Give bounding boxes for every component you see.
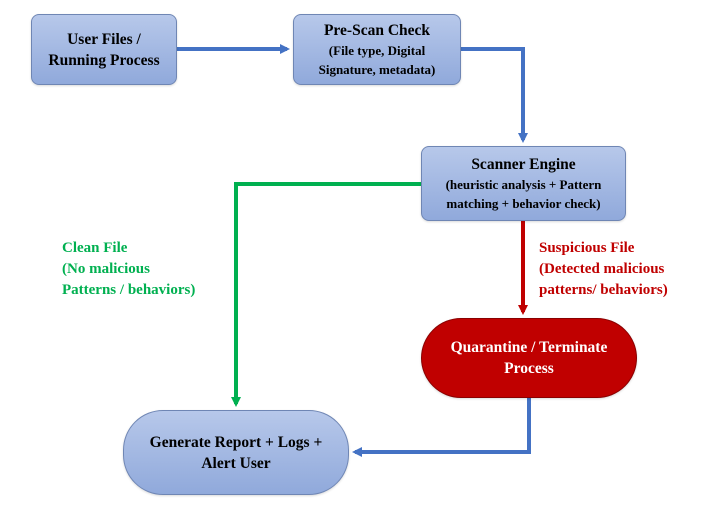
- node-pre-scan-detail-2: Signature, metadata): [318, 62, 436, 77]
- label-clean-line-3: Patterns / behaviors): [62, 282, 196, 298]
- arrow-quarantine-to-report: [352, 398, 531, 457]
- label-suspicious-line-1: Suspicious File: [539, 240, 635, 256]
- node-scanner-detail-2: matching + behavior check): [446, 196, 601, 211]
- node-scanner-detail-1: (heuristic analysis + Pattern: [445, 177, 602, 192]
- node-report-line-2: Alert User: [201, 454, 271, 472]
- label-suspicious-line-2: (Detected malicious: [539, 261, 665, 277]
- label-clean-line-1: Clean File: [62, 240, 128, 256]
- node-pre-scan-detail-1: (File type, Digital: [328, 43, 426, 58]
- node-user-files-line-1: User Files /: [67, 30, 141, 48]
- node-user-files-line-2: Running Process: [48, 51, 160, 69]
- label-clean-line-2: (No malicious: [62, 261, 150, 277]
- label-clean-file: Clean File (No malicious Patterns / beha…: [62, 238, 195, 301]
- node-pre-scan-check: Pre-Scan Check (File type, Digital Signa…: [293, 14, 461, 85]
- node-quarantine-terminate: Quarantine / Terminate Process: [421, 318, 637, 398]
- node-quarantine-line-1: Quarantine / Terminate: [450, 339, 608, 356]
- node-quarantine-line-2: Process: [504, 360, 554, 377]
- label-suspicious-file: Suspicious File (Detected malicious patt…: [539, 238, 668, 301]
- node-pre-scan-title: Pre-Scan Check: [323, 22, 431, 39]
- arrow-scanner-to-report-clean: [231, 182, 421, 407]
- node-scanner-title: Scanner Engine: [471, 156, 576, 173]
- node-report-line-1: Generate Report + Logs +: [149, 433, 323, 451]
- node-scanner-engine: Scanner Engine (heuristic analysis + Pat…: [421, 146, 626, 221]
- label-suspicious-line-3: patterns/ behaviors): [539, 282, 668, 298]
- node-generate-report: Generate Report + Logs + Alert User: [123, 410, 349, 495]
- arrow-prescan-to-scanner: [461, 47, 528, 143]
- node-user-files: User Files / Running Process: [31, 14, 177, 85]
